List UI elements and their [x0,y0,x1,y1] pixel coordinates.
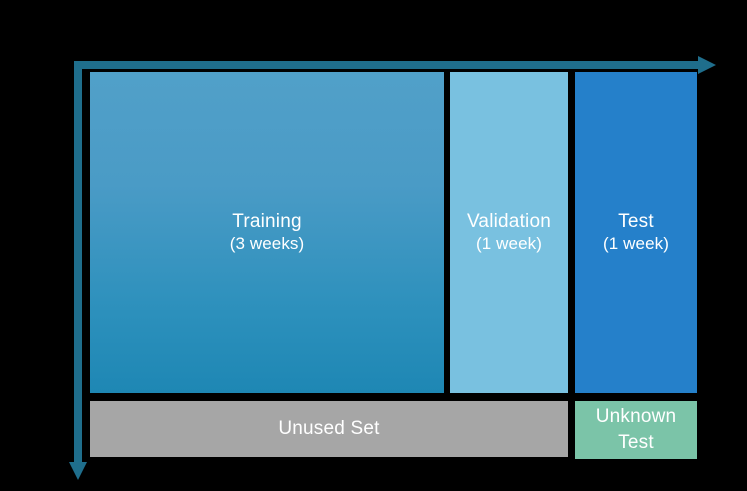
time-axis-vertical [74,62,82,466]
arrow-down-icon [69,462,87,480]
block-training-subtitle: (3 weeks) [229,233,305,253]
block-unknown-test-line2: Test [618,432,654,453]
block-test-subtitle: (1 week) [603,233,669,253]
block-training-title: Training [232,211,302,233]
arrow-right-icon [698,56,716,74]
block-unknown-test: Unknown Test [575,401,697,459]
block-validation-subtitle: (1 week) [476,233,542,253]
block-unused-set: Unused Set [90,401,568,457]
block-test-title: Test [618,211,654,233]
time-axis-horizontal [74,61,702,69]
block-training: Training (3 weeks) [90,72,444,393]
block-validation-title: Validation [466,211,552,233]
block-unused-set-title: Unused Set [278,417,380,439]
block-unknown-test-line1: Unknown [595,406,677,428]
block-validation: Validation (1 week) [450,72,568,393]
block-test: Test (1 week) [575,72,697,393]
